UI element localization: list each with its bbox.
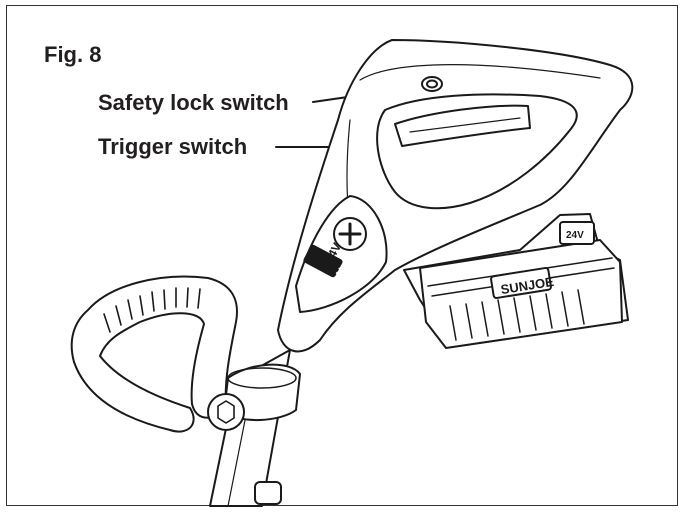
callout-trigger-switch: Trigger switch (98, 134, 248, 159)
battery-fins (449, 289, 585, 341)
battery-tag (559, 221, 595, 245)
plus-icon (338, 222, 362, 246)
aux-handle-grip-ribs (103, 287, 201, 333)
ion-badge-icon (303, 244, 343, 278)
callout-safety-lock-switch: Safety lock switch (98, 90, 289, 115)
aux-handle-knob (207, 393, 245, 431)
brand-plate (490, 267, 552, 299)
auxiliary-handle (70, 275, 238, 433)
figure-label: Fig. 8 (44, 42, 102, 67)
shaft-knob (254, 481, 282, 505)
battery-tag-text: 24V (566, 230, 584, 241)
hex-bolt-icon (217, 400, 235, 424)
